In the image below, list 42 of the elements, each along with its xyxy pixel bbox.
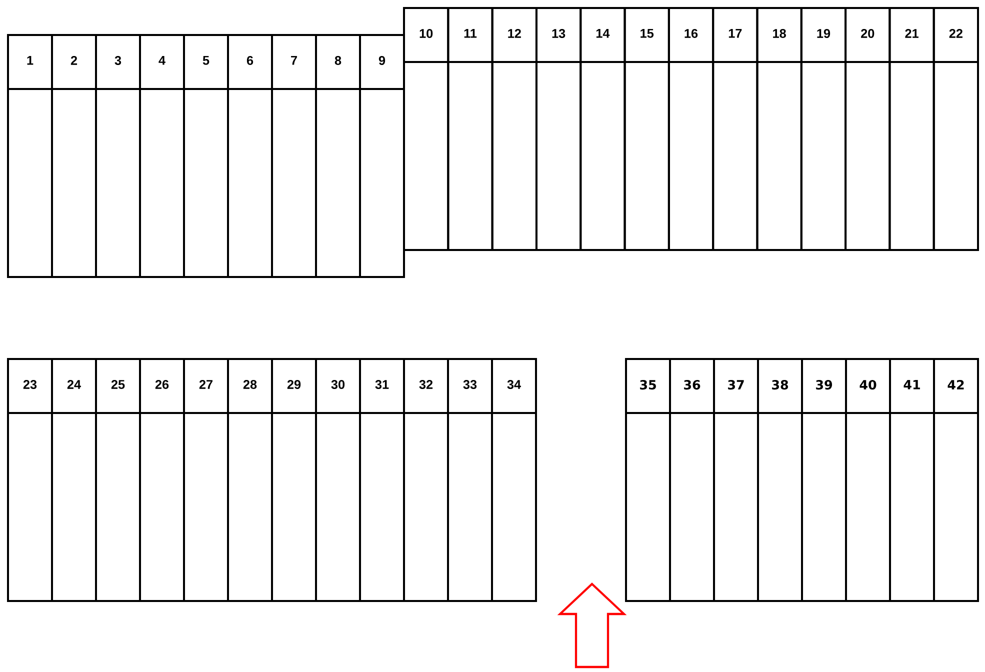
parking-stall: 38 <box>757 358 803 602</box>
parking-stall: 23 <box>7 358 53 602</box>
parking-stall: 3 <box>95 34 141 278</box>
parking-stall: 32 <box>403 358 449 602</box>
parking-stall: 9 <box>359 34 405 278</box>
parking-stall: 7 <box>271 34 317 278</box>
parking-stall: 36 <box>669 358 715 602</box>
parking-stall: 40 <box>845 358 891 602</box>
parking-stall: 1 <box>7 34 53 278</box>
parking-stall: 35 <box>625 358 671 602</box>
parking-stall: 24 <box>51 358 97 602</box>
parking-stall: 11 <box>447 7 494 251</box>
parking-stall: 29 <box>271 358 317 602</box>
parking-stall: 25 <box>95 358 141 602</box>
parking-stall: 5 <box>183 34 229 278</box>
parking-stall: 17 <box>712 7 758 251</box>
parking-stall: 19 <box>800 7 847 251</box>
parking-stall: 39 <box>801 358 847 602</box>
parking-stall: 10 <box>403 7 450 251</box>
parking-stall: 28 <box>227 358 273 602</box>
parking-stall: 41 <box>889 358 935 602</box>
parking-stall: 30 <box>315 358 361 602</box>
parking-stall: 15 <box>624 7 670 251</box>
parking-stall: 27 <box>183 358 229 602</box>
parking-stall: 8 <box>315 34 361 278</box>
parking-stall: 21 <box>888 7 935 251</box>
parking-stall: 18 <box>756 7 802 251</box>
parking-stall: 20 <box>844 7 891 251</box>
parking-stall: 4 <box>139 34 185 278</box>
parking-stall: 13 <box>535 7 582 251</box>
parking-stall: 16 <box>668 7 714 251</box>
parking-stall: 2 <box>51 34 97 278</box>
parking-stall: 37 <box>713 358 759 602</box>
parking-stall: 12 <box>491 7 538 251</box>
parking-stall: 6 <box>227 34 273 278</box>
parking-stall: 33 <box>447 358 493 602</box>
parking-stall: 14 <box>580 7 626 251</box>
parking-stall: 42 <box>933 358 979 602</box>
parking-stall: 26 <box>139 358 185 602</box>
parking-stall: 31 <box>359 358 405 602</box>
parking-stall: 22 <box>932 7 979 251</box>
parking-stall: 34 <box>491 358 537 602</box>
